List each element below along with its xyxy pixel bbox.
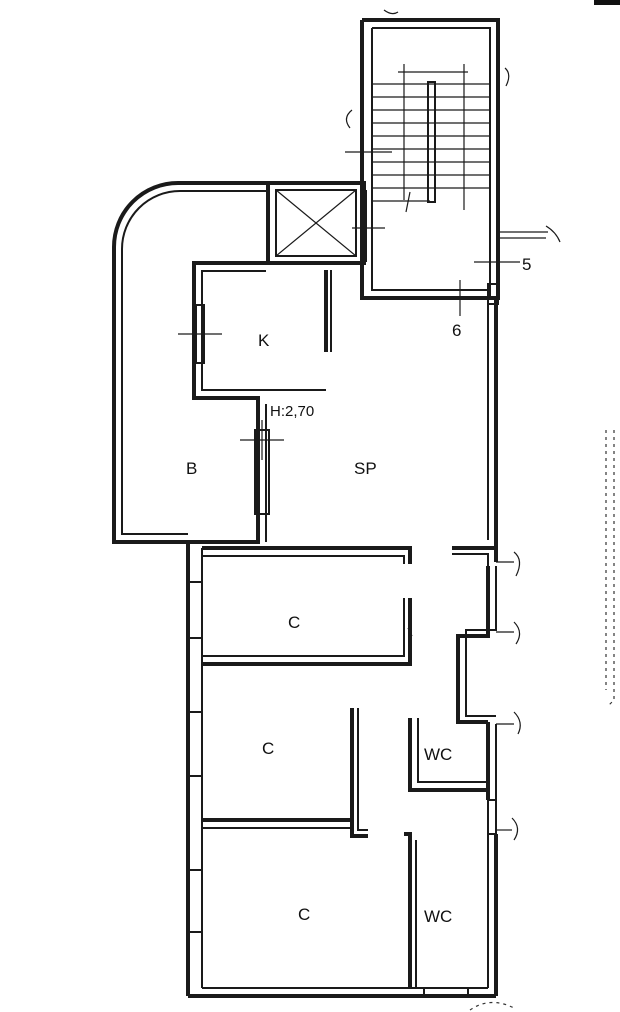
room-label-wc-2: WC xyxy=(424,907,452,926)
south-window xyxy=(423,987,469,997)
marker-6-label: 6 xyxy=(452,321,461,340)
bedroom-1-window xyxy=(187,581,203,639)
stair-handrail xyxy=(427,81,436,203)
kitchen xyxy=(178,261,332,404)
bedroom-3-walls xyxy=(404,832,498,996)
room-label-living: SP xyxy=(354,459,377,478)
living-walls xyxy=(188,298,498,548)
west-wall xyxy=(186,542,515,1011)
balcony xyxy=(112,181,266,544)
wc-1-vent xyxy=(487,799,497,835)
corridor-walls xyxy=(452,546,521,735)
corner-mark xyxy=(594,0,620,5)
marker-5-label: 5 xyxy=(522,255,531,274)
room-label-bedroom-3: C xyxy=(298,905,310,924)
room-label-bedroom-1: C xyxy=(288,613,300,632)
landing xyxy=(360,180,561,316)
bedroom-3-window xyxy=(187,869,203,933)
stairwell xyxy=(345,9,510,230)
bedroom-1-walls xyxy=(202,546,413,666)
room-label-wc-1: WC xyxy=(424,745,452,764)
room-label-kitchen: K xyxy=(258,331,270,350)
elevator-shaft xyxy=(266,181,385,265)
edge-trace xyxy=(605,430,615,707)
bedroom-2-walls xyxy=(202,708,368,838)
ceiling-height-label: H:2,70 xyxy=(270,403,314,420)
wc-1-walls xyxy=(408,718,519,841)
room-label-bedroom-2: C xyxy=(262,739,274,758)
bedroom-2-window xyxy=(187,711,203,777)
room-label-balcony: B xyxy=(186,459,197,478)
stair-treads xyxy=(372,83,490,202)
